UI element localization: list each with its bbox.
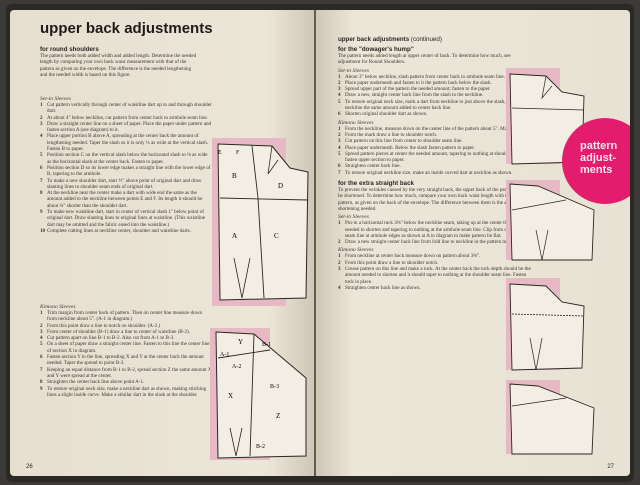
figure-label: Y (238, 338, 243, 346)
figure-label: C (274, 232, 279, 240)
right-text-column: upper back adjustments (continued) for t… (338, 36, 534, 291)
figure-label: X (228, 392, 233, 400)
straight-back-diagram-setin (506, 278, 585, 371)
figure-label: F (236, 150, 240, 156)
pattern-diagram (509, 383, 595, 455)
figure-label: A-1 (220, 352, 229, 358)
pattern-diagram (509, 283, 585, 371)
pattern-diagram-setin: B A C D E F (217, 143, 309, 301)
straight-back-diagram-kimono (506, 380, 595, 455)
left-page-number: 26 (26, 464, 33, 470)
figure-label: B-1 (262, 342, 271, 348)
figure-label: E (218, 150, 222, 156)
dowagers-intro: The pattern needs added length at upper … (338, 53, 511, 66)
setin-sleeves-heading: Set-in Sleeves (40, 96, 71, 102)
figure-label: D (278, 182, 283, 190)
pattern-diagram (509, 183, 595, 261)
straight-setin-heading: Set-in Sleeves (338, 214, 369, 221)
left-page-title: upper back adjustments (40, 20, 213, 37)
right-page-title: upper back adjustments (continued) (338, 36, 442, 43)
straight-back-heading: for the extra straight back (338, 180, 414, 188)
dowagers-kimono-heading: Kimono Sleeves (338, 119, 374, 126)
dowagers-heading: for the "dowager's hump" (338, 46, 414, 53)
round-shoulders-intro: The pattern needs both added width and a… (40, 53, 197, 78)
figure-label: B-3 (270, 384, 279, 390)
figure-label: A (232, 232, 237, 240)
left-intro: for round shoulders The pattern needs bo… (40, 46, 198, 78)
book-gutter (312, 10, 318, 476)
right-page-number: 27 (607, 464, 614, 470)
figure-label: Z (276, 412, 280, 420)
right-page: upper back adjustments (continued) for t… (316, 10, 630, 476)
pattern-diagram-kimono: B-1 B-2 B-3 A-1 A-2 X Y Z (215, 331, 307, 459)
straight-back-intro: To prevent the wrinkles caused by the ve… (338, 187, 532, 212)
figure-label: A-2 (232, 364, 241, 370)
figure-label: B (232, 172, 237, 180)
straight-kimono-heading: Kimono Sleeves (338, 247, 374, 254)
open-book: upper back adjustments for round shoulde… (6, 4, 634, 482)
figure-label: B-2 (256, 444, 265, 450)
round-shoulders-heading: for round shoulders (40, 46, 99, 53)
dowager-diagram-setin (506, 68, 585, 165)
round-shoulders-diagram: B A C D E F (212, 138, 309, 306)
kimono-sleeves-heading: Kimono Sleeves (40, 304, 76, 310)
kimono-diagram: B-1 B-2 B-3 A-1 A-2 X Y Z (210, 328, 307, 460)
left-page: upper back adjustments for round shoulde… (10, 10, 314, 476)
pattern-adjustments-badge: pattern adjust- ments (562, 118, 630, 204)
dowager-diagram-kimono (506, 180, 595, 261)
dowagers-setin-heading: Set-in Sleeves (338, 67, 369, 74)
